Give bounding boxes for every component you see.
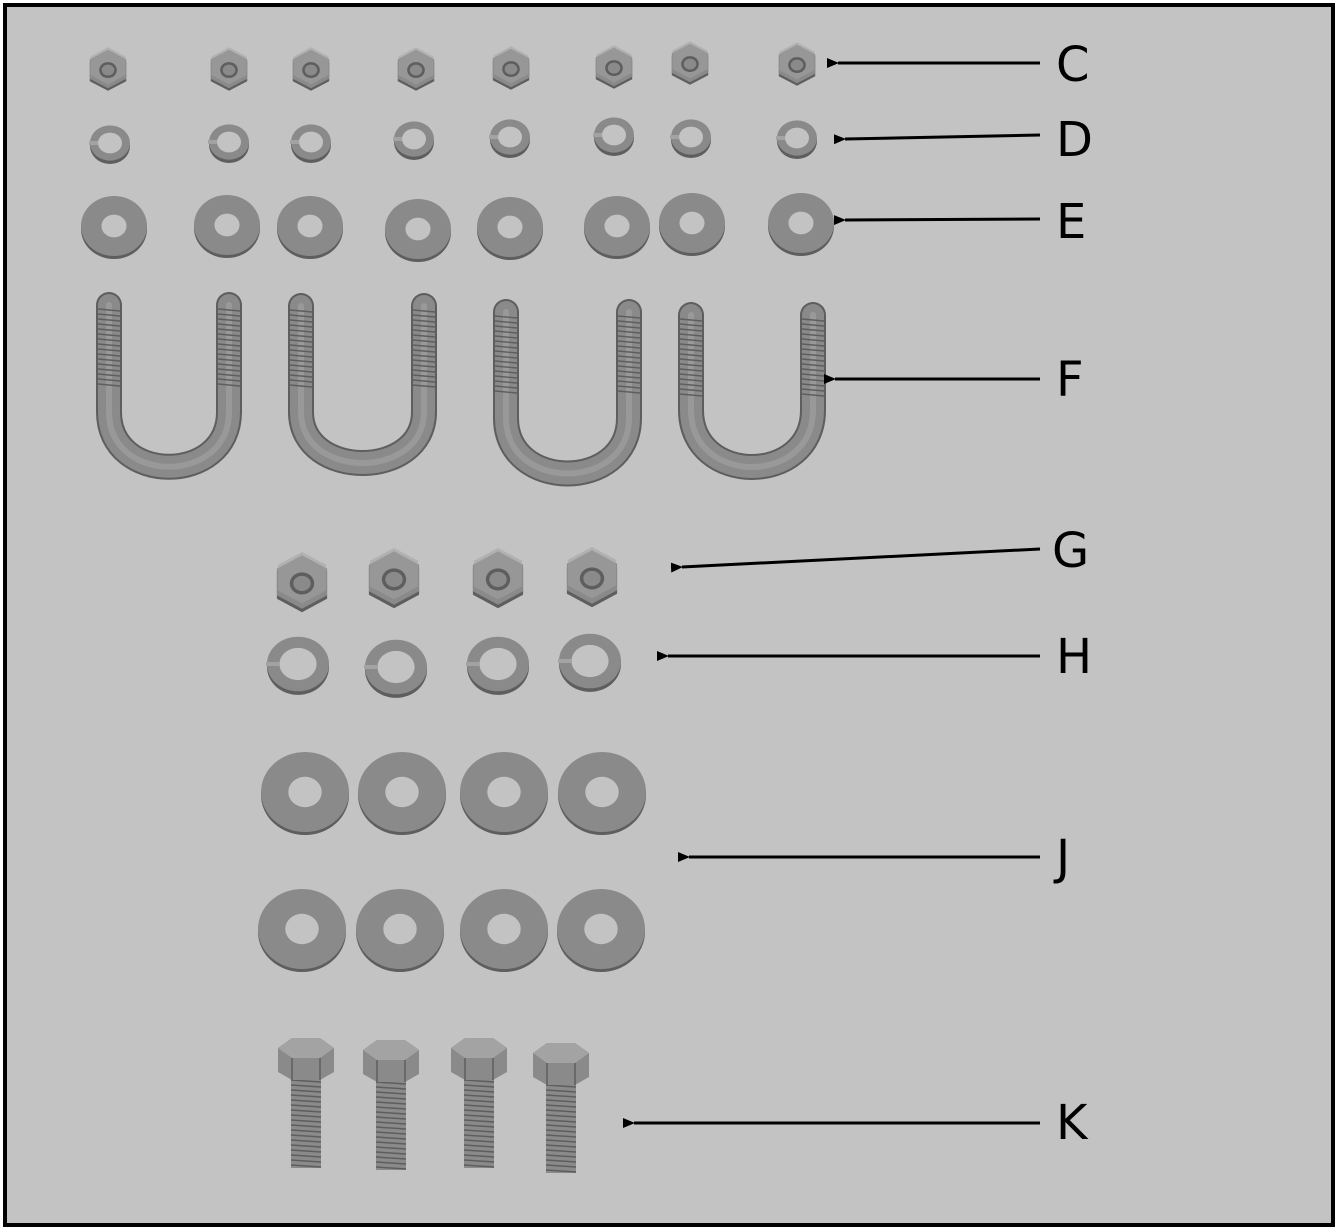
- flat-washer-large: [356, 889, 444, 972]
- flat-washer-large: [557, 889, 645, 972]
- callout-label-e: E: [1056, 194, 1086, 250]
- flat-washer-large: [460, 889, 548, 972]
- flat-washer-small: [768, 193, 834, 256]
- flat-washer-small: [385, 199, 451, 262]
- callout-label-c: C: [1056, 37, 1090, 93]
- callout-label-k: K: [1056, 1095, 1089, 1151]
- flat-washer-small: [277, 196, 343, 259]
- flat-washer-large: [558, 752, 646, 835]
- callout-arrow: [845, 219, 1040, 220]
- flat-washer-large: [460, 752, 548, 835]
- flat-washer-large: [358, 752, 446, 835]
- flat-washer-small: [194, 195, 260, 258]
- callout-label-j: J: [1053, 830, 1070, 886]
- callout-label-f: F: [1056, 352, 1084, 408]
- flat-washer-small: [659, 193, 725, 256]
- flat-washer-large: [261, 752, 349, 835]
- callout-label-g: G: [1052, 523, 1089, 579]
- callout-label-h: H: [1056, 629, 1092, 685]
- flat-washer-large: [258, 889, 346, 972]
- flat-washer-small: [584, 196, 650, 259]
- callout-label-d: D: [1056, 112, 1093, 168]
- flat-washer-small: [477, 197, 543, 260]
- diagram-background: [5, 5, 1333, 1225]
- flat-washer-small: [81, 196, 147, 259]
